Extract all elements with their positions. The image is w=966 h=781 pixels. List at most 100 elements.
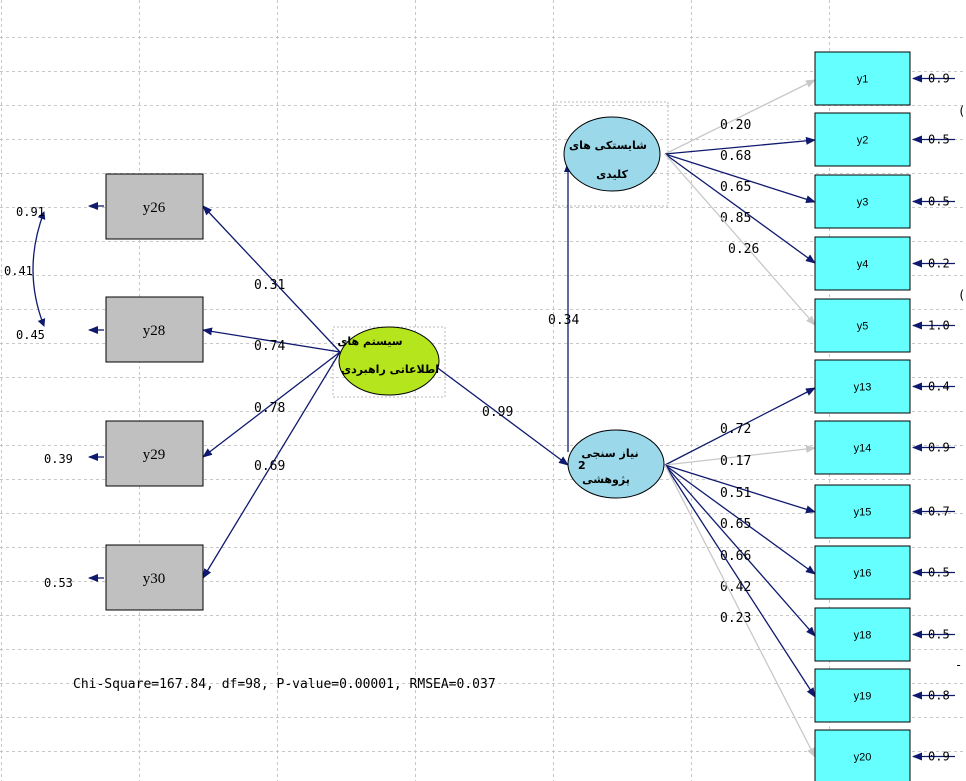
indicator-label: y1 — [857, 74, 869, 86]
error-term-y4: 0.2 — [928, 257, 950, 271]
indicator-label: y26 — [143, 200, 166, 216]
latent-label-line1: سیستم های — [337, 335, 402, 348]
left-indicator-y30[interactable]: y30 — [105, 544, 204, 611]
latent-label-line1: شایستکی های — [569, 139, 647, 152]
indicator-label: y4 — [857, 259, 869, 271]
path-endo2-to-y14[interactable] — [664, 445, 816, 466]
latent-endogenous-2[interactable]: نیاز سنجی 2 پژوهشی — [567, 429, 665, 499]
indicator-y14[interactable]: y14 — [814, 420, 911, 475]
latent-label-line1: نیاز سنجی — [581, 447, 638, 460]
indicator-y19[interactable]: y19 — [814, 668, 911, 723]
path-endo2-to-y13[interactable] — [664, 387, 816, 466]
path-coefficient-endo2-endo1: 0.34 — [548, 313, 579, 328]
indicator-label: y18 — [854, 630, 872, 642]
indicator-y16[interactable]: y16 — [814, 545, 911, 600]
path-edges: 0.200.680.650.850.260.720.170.510.650.66… — [88, 74, 955, 761]
indicator-label: y2 — [857, 135, 869, 147]
indicator-y3[interactable]: y3 — [814, 174, 911, 229]
latent-label-line2: اطلاعاتی راهبردی — [341, 363, 439, 376]
error-term-y16: 0.5 — [928, 566, 950, 580]
latent-label-line3: پژوهشی — [582, 473, 630, 486]
indicator-y2[interactable]: y2 — [814, 112, 911, 167]
latent-label-line2: 2 — [578, 459, 586, 472]
path-exo-to-y29[interactable] — [202, 351, 341, 458]
covariance-arc-y26-y28[interactable] — [32, 211, 46, 327]
error-term-y14: 0.9 — [928, 441, 950, 455]
path-exo-to-y28[interactable] — [202, 327, 341, 353]
fit-statistics: Chi-Square=167.84, df=98, P-value=0.0000… — [73, 677, 496, 692]
loading-y26: 0.31 — [254, 278, 285, 293]
loading-y14: 0.17 — [720, 454, 751, 469]
path-endo1-to-y2[interactable] — [664, 136, 816, 155]
error-term-y5: 1.0 — [928, 319, 950, 333]
indicator-y20[interactable]: y20 — [814, 729, 911, 781]
indicator-label: y29 — [143, 447, 166, 463]
indicator-label: y15 — [854, 507, 872, 519]
left-indicator-y28[interactable]: y28 — [105, 296, 204, 363]
latent-label-line2: کلیدی — [596, 168, 628, 181]
loading-y20: 0.23 — [720, 611, 751, 626]
loading-y29: 0.78 — [254, 401, 285, 416]
latent-endogenous-1[interactable]: شایستکی های کلیدی — [563, 116, 661, 192]
path-endo2-to-y19[interactable] — [664, 464, 816, 698]
loading-y30: 0.69 — [254, 459, 285, 474]
indicator-label: y30 — [143, 571, 166, 587]
error-term-y13: 0.4 — [928, 380, 950, 394]
path-endo1-to-y4[interactable] — [664, 153, 816, 264]
error-term-y26: 0.91 — [16, 205, 45, 219]
path-endo2-to-y16[interactable] — [664, 464, 816, 575]
loading-y3: 0.65 — [720, 180, 751, 195]
indicator-y4[interactable]: y4 — [814, 236, 911, 291]
indicator-y13[interactable]: y13 — [814, 359, 911, 414]
loading-y13: 0.72 — [720, 422, 751, 437]
left-indicator-y29[interactable]: y29 — [105, 420, 204, 487]
right-indicators: y1 0.9 y2 0.5 y3 0.5 y4 0.2 y5 1.0 y13 0.4 y14 0.9 y15… — [814, 51, 950, 781]
error-term-y1: 0.9 — [928, 72, 950, 86]
indicator-label: y28 — [143, 323, 166, 339]
indicator-y18[interactable]: y18 — [814, 607, 911, 662]
indicator-label: y3 — [857, 197, 869, 209]
path-exo-to-endo2[interactable] — [434, 365, 569, 466]
indicator-label: y20 — [854, 752, 872, 764]
indicator-label: y14 — [854, 443, 872, 455]
indicator-y1[interactable]: y1 — [814, 51, 911, 106]
indicator-label: y16 — [854, 568, 872, 580]
error-term-y18: 0.5 — [928, 628, 950, 642]
loading-y5: 0.26 — [728, 242, 759, 257]
error-term-y15: 0.7 — [928, 505, 950, 519]
path-endo1-to-y5[interactable] — [664, 153, 816, 326]
path-endo2-to-y15[interactable] — [664, 464, 816, 514]
error-term-y2: 0.5 — [928, 133, 950, 147]
indicator-label: y19 — [854, 691, 872, 703]
error-term-y29: 0.39 — [44, 452, 73, 466]
path-exo-to-y26[interactable] — [202, 205, 341, 353]
path-endo2-to-y20[interactable] — [664, 464, 816, 758]
error-term-y3: 0.5 — [928, 195, 950, 209]
left-indicator-y26[interactable]: y26 — [105, 173, 204, 240]
path-endo1-to-y3[interactable] — [664, 153, 816, 204]
loading-y28: 0.74 — [254, 339, 285, 354]
loading-y15: 0.51 — [720, 486, 751, 501]
indicator-y15[interactable]: y15 — [814, 484, 911, 539]
loading-y4: 0.85 — [720, 211, 751, 226]
error-term-y28: 0.45 — [16, 328, 45, 342]
edge-fragment: - — [955, 658, 962, 672]
path-endo2-to-y18[interactable] — [664, 464, 816, 637]
path-coefficient-exo-endo2: 0.99 — [482, 405, 513, 420]
loading-y2: 0.68 — [720, 149, 751, 164]
loading-y16: 0.65 — [720, 517, 751, 532]
error-term-y30: 0.53 — [44, 576, 73, 590]
latent-exogenous[interactable]: سیستم های اطلاعاتی راهبردی — [337, 326, 440, 396]
loading-y1: 0.20 — [720, 118, 751, 133]
error-term-y20: 0.9 — [928, 750, 950, 764]
covariance-value: 0.41 — [4, 264, 33, 278]
edge-fragment: ( — [958, 104, 965, 118]
indicator-y5[interactable]: y5 — [814, 298, 911, 353]
path-endo1-to-y1[interactable] — [664, 79, 816, 155]
error-term-y19: 0.8 — [928, 689, 950, 703]
edge-fragment: ( — [958, 288, 965, 302]
loading-y18: 0.66 — [720, 549, 751, 564]
path-exo-to-y30[interactable] — [202, 351, 341, 579]
